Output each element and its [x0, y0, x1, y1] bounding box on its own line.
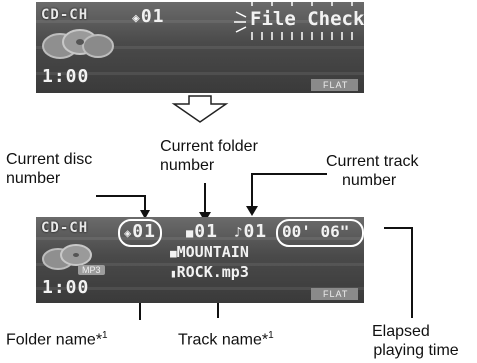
- folder-number: ■01: [186, 221, 218, 242]
- folder-icon: ■: [170, 247, 177, 260]
- label-current-track: Current track number: [326, 153, 419, 189]
- disc-icon: ◈: [124, 226, 133, 240]
- label-track-name: Track name*1: [178, 330, 274, 349]
- disc-number: ◈01: [124, 221, 156, 242]
- disc-graphic-icon: [42, 244, 92, 270]
- note-icon: ♪: [234, 225, 244, 241]
- label-current-folder: Current folder number: [160, 138, 258, 174]
- display-file-check: CD-CH ◈01 File Check 1:00: [36, 2, 364, 93]
- display-playback: CD-CH MP3 ◈01 ■01 ♪01 00' 06" ■MOUNTAIN …: [36, 217, 364, 303]
- file-icon: ▮: [170, 267, 177, 280]
- disc-number: ◈01: [132, 6, 165, 27]
- transition-arrow-icon: [171, 95, 229, 123]
- elapsed-highlight: [276, 219, 364, 247]
- label-elapsed-time: Elapsed playing time: [372, 323, 459, 359]
- eq-indicator: FLAT: [311, 79, 359, 91]
- disc-icon: ◈: [132, 11, 141, 26]
- file-check-message: File Check: [250, 8, 364, 30]
- disc-number-highlight: [118, 219, 162, 247]
- track-leader-line: [251, 173, 327, 214]
- label-current-disc: Current disc number: [6, 151, 93, 187]
- burst-icon: [234, 2, 353, 40]
- elapsed-leader-line: [384, 227, 413, 318]
- disc-graphic-icon: [42, 29, 114, 59]
- disc-leader-line: [96, 195, 146, 216]
- eq-indicator: FLAT: [311, 288, 359, 300]
- folder-icon: ■: [186, 226, 195, 240]
- track-name: ▮ROCK.mp3: [170, 263, 249, 281]
- elapsed-time: 00' 06": [282, 222, 350, 241]
- mp3-indicator: MP3: [78, 265, 105, 275]
- source-label: CD-CH: [41, 7, 89, 23]
- source-label: CD-CH: [41, 220, 89, 236]
- track-number: ♪01: [234, 221, 268, 242]
- clock-time: 1:00: [42, 277, 90, 298]
- clock-time: 1:00: [42, 66, 90, 87]
- folder-name: ■MOUNTAIN: [170, 243, 249, 261]
- label-folder-name: Folder name*1: [6, 330, 108, 349]
